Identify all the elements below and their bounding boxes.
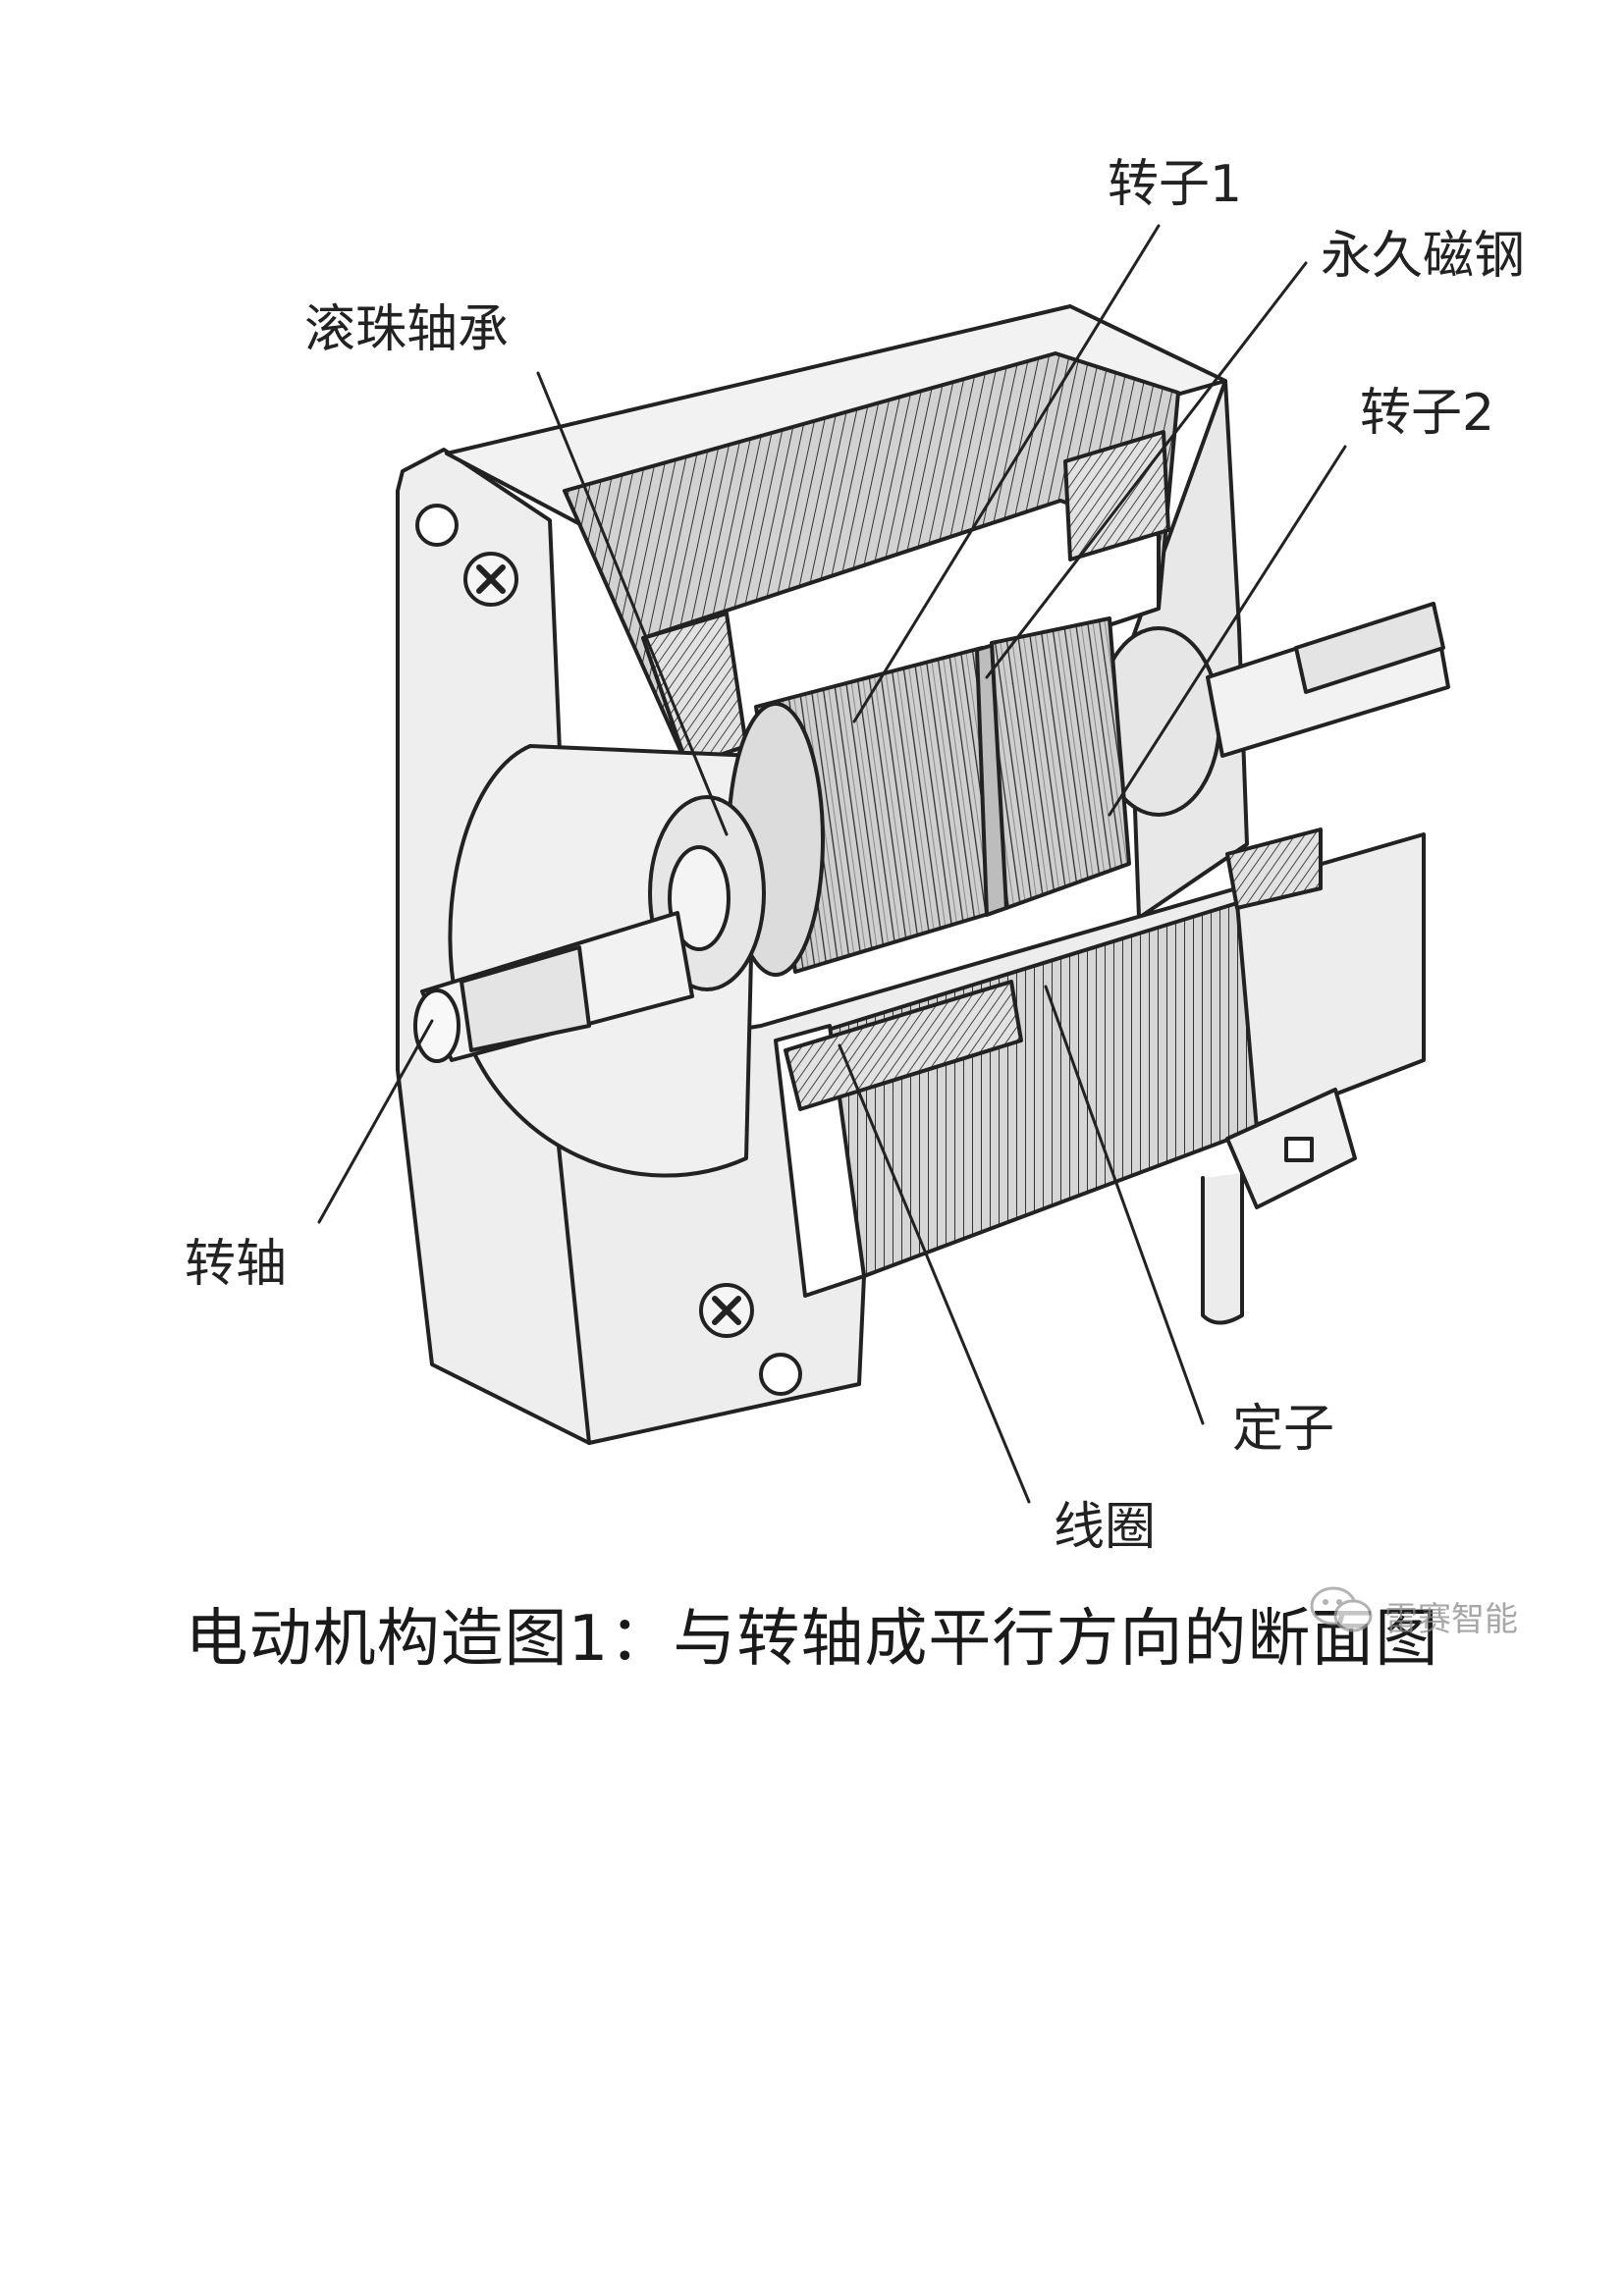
screw-bottom (699, 1283, 754, 1338)
leader-stator (1044, 985, 1205, 1425)
mount-hole-bottom-right (759, 1353, 802, 1396)
figure-caption: 电动机构造图1：与转轴成平行方向的断面图 (185, 1603, 1439, 1676)
label-shaft: 转轴 (185, 1235, 288, 1294)
label-rotor-2: 转子2 (1360, 384, 1495, 443)
shaft-front-tip (413, 988, 460, 1063)
mount-hole-top-left (415, 504, 459, 547)
watermark-text: 雷赛智能 (1384, 1600, 1518, 1639)
upper-coil-right (1063, 430, 1170, 561)
front-bearing-inner (668, 845, 731, 951)
leader-rotor1 (852, 224, 1161, 723)
label-ball-bearing: 滚珠轴承 (304, 300, 510, 359)
leader-rotor2 (1108, 445, 1347, 817)
watermark: 雷赛智能 (1308, 1582, 1543, 1641)
shaft-rear-flat (1294, 602, 1445, 694)
leader-magnet (985, 261, 1308, 679)
lower-coil (784, 980, 1023, 1111)
leader-bearing (536, 371, 729, 836)
label-stator: 定子 (1232, 1400, 1335, 1459)
shaft-front-flat (460, 945, 591, 1052)
rotor-2 (990, 616, 1131, 910)
leader-lines (317, 224, 1347, 1504)
leader-shaft (317, 1019, 434, 1224)
wechat-icon (1310, 1586, 1373, 1632)
leader-coil (838, 1043, 1031, 1504)
label-coil: 线圈 (1054, 1498, 1157, 1557)
lead-wire (1201, 1171, 1244, 1325)
lower-coil-right (1225, 828, 1323, 910)
screw-top (463, 552, 518, 607)
label-rotor-1: 转子1 (1108, 155, 1243, 214)
connector-pin (1284, 1137, 1314, 1162)
label-permanent-magnet: 永久磁钢 (1321, 227, 1526, 286)
